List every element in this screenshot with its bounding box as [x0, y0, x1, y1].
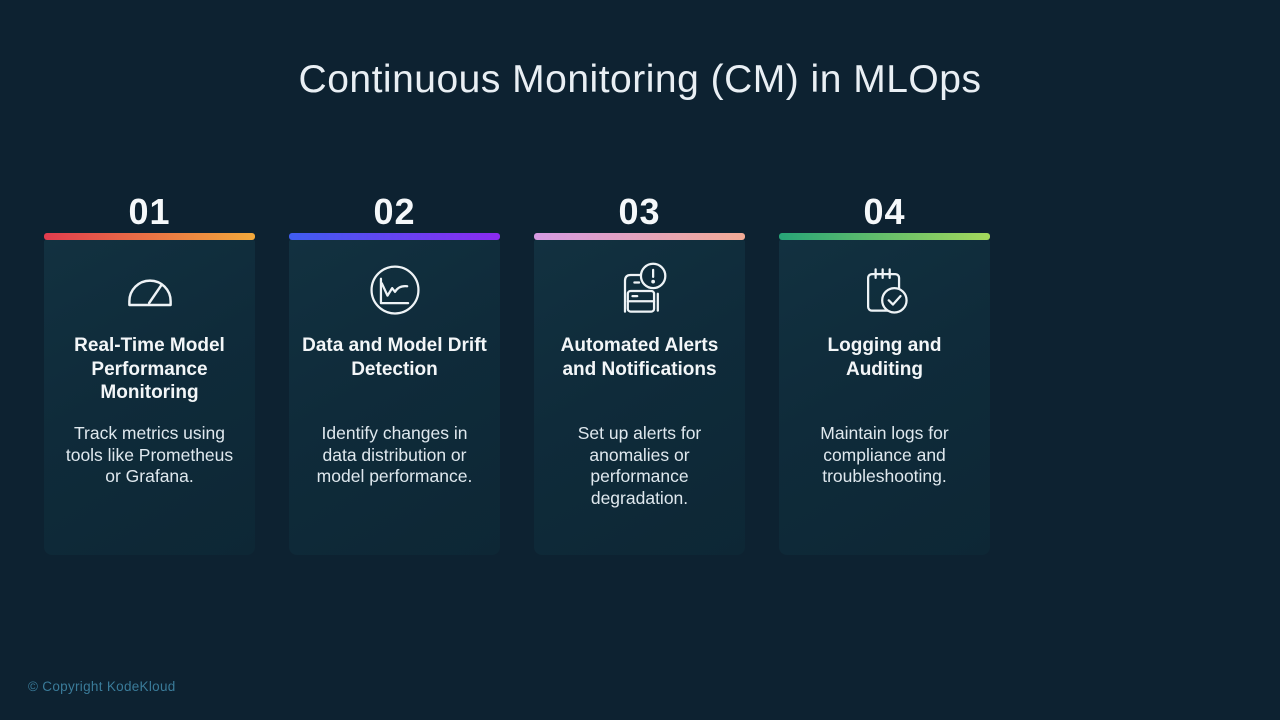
- card-body: Logging and Auditing Maintain logs for c…: [779, 240, 990, 555]
- accent-bar: [779, 233, 990, 240]
- card-automated-alerts: 03 Automated Alerts and Notifications Se…: [534, 190, 745, 555]
- card-description: Track metrics using tools like Prometheu…: [65, 423, 234, 486]
- card-title: Logging and Auditing: [827, 335, 942, 380]
- card-description: Set up alerts for anomalies or performan…: [577, 423, 702, 508]
- gauge-icon: [118, 258, 182, 322]
- card-description: Maintain logs for compliance and trouble…: [820, 423, 949, 486]
- card-number: 04: [863, 191, 906, 232]
- log-check-icon: [853, 258, 917, 322]
- copyright-notice: © Copyright KodeKloud: [28, 679, 176, 694]
- page-title: Continuous Monitoring (CM) in MLOps: [298, 58, 982, 101]
- card-body: Real-Time Model Performance Monitoring T…: [44, 240, 255, 555]
- card-description: Identify changes in data distribution or…: [316, 423, 473, 486]
- card-title: Data and Model Drift Detection: [302, 335, 487, 380]
- accent-bar: [44, 233, 255, 240]
- card-title: Automated Alerts and Notifications: [560, 335, 719, 380]
- card-body: Automated Alerts and Notifications Set u…: [534, 240, 745, 555]
- alert-device-icon: [608, 258, 672, 322]
- card-number: 01: [128, 191, 171, 232]
- card-number: 03: [618, 191, 661, 232]
- card-real-time-monitoring: 01 Real-Time Model Performance Monitorin…: [44, 190, 255, 555]
- card-logging-auditing: 04 Logging and Auditing Maintain logs fo…: [779, 190, 990, 555]
- accent-bar: [534, 233, 745, 240]
- drift-chart-icon: [363, 258, 427, 322]
- card-drift-detection: 02 Data and Model Drift Detection Identi…: [289, 190, 500, 555]
- cards-row: 01 Real-Time Model Performance Monitorin…: [44, 190, 990, 555]
- card-title: Real-Time Model Performance Monitoring: [74, 335, 225, 403]
- card-body: Data and Model Drift Detection Identify …: [289, 240, 500, 555]
- card-number: 02: [373, 191, 416, 232]
- accent-bar: [289, 233, 500, 240]
